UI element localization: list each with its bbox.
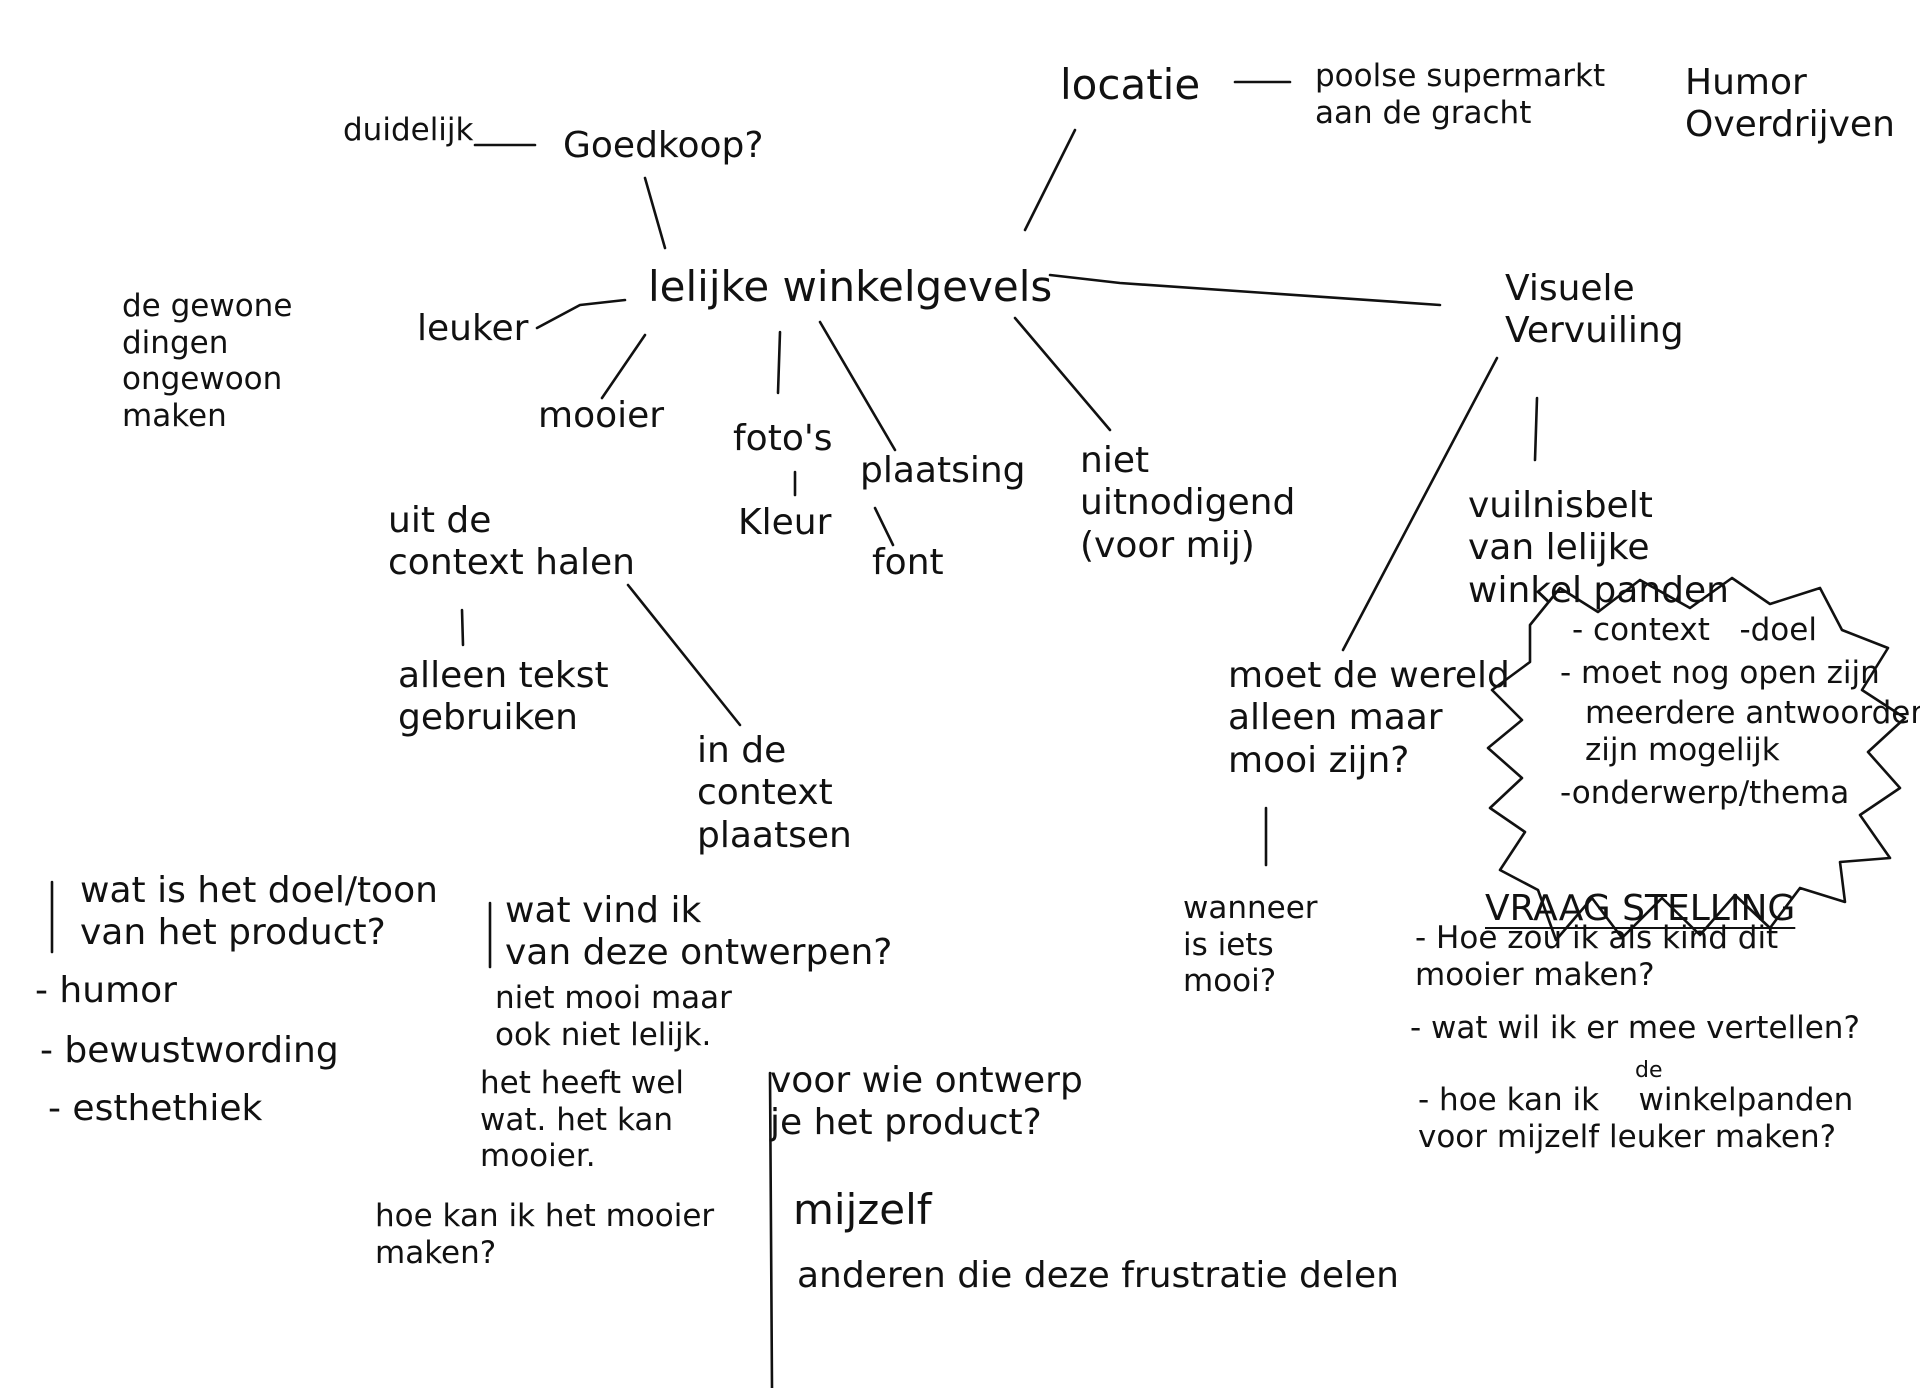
node-plaatsing: plaatsing bbox=[860, 450, 1026, 491]
connector-font bbox=[873, 506, 895, 547]
connector-vuilnisbelt bbox=[1533, 396, 1539, 462]
voorwie-question: voor wie ontwerp je het product? bbox=[770, 1060, 1083, 1144]
connector-plaatsing bbox=[818, 320, 897, 452]
burst-line-open: - moet nog open zijn bbox=[1560, 655, 1880, 691]
voorwie-anderen: anderen die deze frustratie delen bbox=[797, 1255, 1399, 1296]
node-alleen-tekst: alleen tekst gebruiken bbox=[398, 655, 609, 739]
voorwie-mijzelf: mijzelf bbox=[793, 1185, 932, 1234]
burst-line-context-doel: - context -doel bbox=[1572, 612, 1817, 648]
doel-item-esthethiek: - esthethiek bbox=[48, 1088, 263, 1129]
stelling-q1: - Hoe zou ik als kind dit mooier maken? bbox=[1415, 920, 1779, 993]
node-fotos: foto's bbox=[733, 418, 833, 459]
doel-question: wat is het doel/toon van het product? bbox=[80, 870, 438, 954]
burst-line-antwoorden: meerdere antwoorden zijn mogelijk bbox=[1585, 695, 1920, 768]
connector-alleen-tekst bbox=[460, 608, 465, 647]
node-humor-overdrijven: Humor Overdrijven bbox=[1685, 62, 1895, 146]
node-uit-de-context: uit de context halen bbox=[388, 500, 635, 584]
connector-fotos bbox=[776, 330, 782, 395]
connector-locatie bbox=[1023, 128, 1077, 232]
divider-voor-wie bbox=[768, 1071, 774, 1388]
node-wanneer-mooi: wanneer is iets mooi? bbox=[1183, 890, 1318, 1000]
connector-goedkoop bbox=[643, 176, 667, 250]
connector-mooier bbox=[600, 333, 647, 400]
node-in-de-context: in de context plaatsen bbox=[697, 730, 852, 856]
burst-shape bbox=[1486, 576, 1907, 942]
node-poolse-supermarkt: poolse supermarkt aan de gracht bbox=[1315, 58, 1606, 131]
connector-visuele bbox=[1048, 273, 1442, 307]
connector-niet-uitnodigend bbox=[1013, 316, 1112, 432]
stelling-de: de bbox=[1635, 1058, 1663, 1083]
node-visuele-vervuiling: Visuele Vervuiling bbox=[1505, 268, 1684, 352]
vind-question: wat vind ik van deze ontwerpen? bbox=[505, 890, 893, 974]
node-mooier: mooier bbox=[538, 395, 665, 436]
stelling-q2: - wat wil ik er mee vertellen? bbox=[1410, 1010, 1860, 1046]
stelling-q3: - hoe kan ik winkelpanden voor mijzelf l… bbox=[1418, 1082, 1854, 1155]
node-font: font bbox=[872, 542, 944, 583]
doel-item-humor: - humor bbox=[35, 970, 177, 1011]
node-niet-uitnodigend: niet uitnodigend (voor mij) bbox=[1080, 440, 1296, 566]
connector-leuker bbox=[535, 298, 627, 330]
vind-hoe: hoe kan ik het mooier maken? bbox=[375, 1198, 715, 1271]
doel-item-bewustwording: - bewustwording bbox=[40, 1030, 339, 1071]
node-moet-de-wereld: moet de wereld alleen maar mooi zijn? bbox=[1228, 655, 1510, 781]
vind-more: het heeft wel wat. het kan mooier. bbox=[480, 1065, 684, 1175]
node-goedkoop: Goedkoop? bbox=[563, 125, 764, 166]
node-gewone-dingen: de gewone dingen ongewoon maken bbox=[122, 288, 293, 434]
node-duidelijk: duidelijk bbox=[343, 112, 474, 148]
node-locatie: locatie bbox=[1060, 60, 1201, 109]
node-kleur: Kleur bbox=[738, 502, 832, 543]
stelling-title: VRAAG STELLING bbox=[1485, 888, 1796, 929]
burst-line-onderwerp: -onderwerp/thema bbox=[1560, 775, 1850, 811]
node-vuilnisbelt: vuilnisbelt van lelijke winkel panden bbox=[1468, 485, 1729, 611]
central-topic: lelijke winkelgevels bbox=[648, 262, 1053, 311]
connector-in-context bbox=[626, 583, 742, 727]
vind-answer: niet mooi maar ook niet lelijk. bbox=[495, 980, 732, 1053]
node-leuker: leuker bbox=[417, 308, 529, 349]
connector-moet-wereld bbox=[1341, 356, 1499, 652]
